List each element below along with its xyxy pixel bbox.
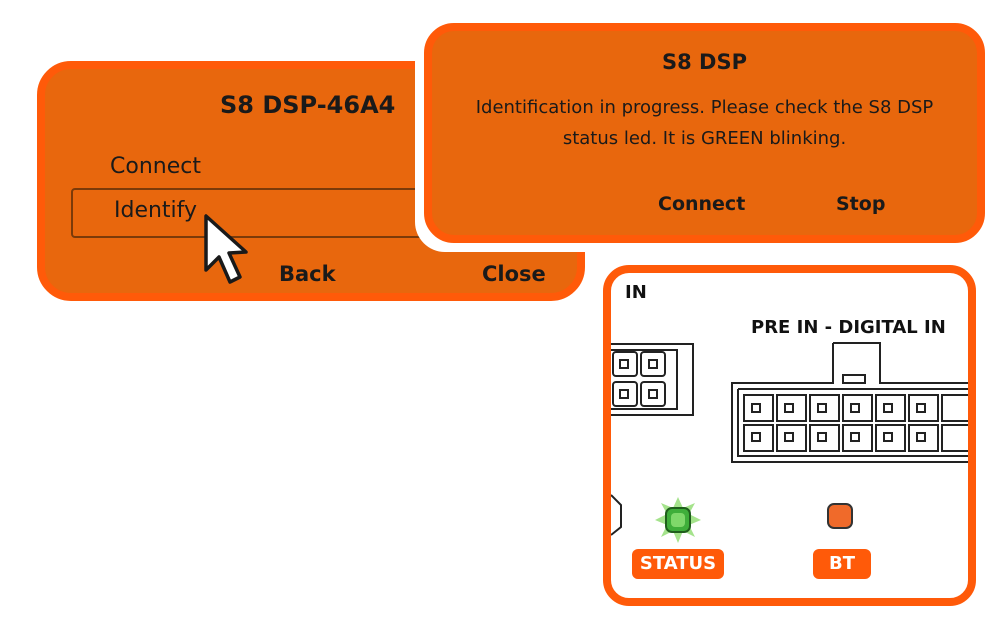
close-button[interactable]: Close xyxy=(482,262,546,286)
dialog-title: S8 DSP xyxy=(662,50,747,74)
bt-led-icon xyxy=(827,503,853,529)
dialog-message: Identification in progress. Please check… xyxy=(475,97,934,149)
pre-in-digital-in-label: PRE IN - DIGITAL IN xyxy=(751,317,946,338)
menu-item-identify[interactable]: Identify xyxy=(71,188,511,238)
menu-item-identify-label: Identify xyxy=(114,198,198,223)
in-connector xyxy=(611,343,694,416)
device-board-illustration xyxy=(611,342,968,543)
menu-item-connect[interactable]: Connect xyxy=(110,154,201,179)
back-button[interactable]: Back xyxy=(279,262,336,286)
dialog-connect-button[interactable]: Connect xyxy=(658,193,746,215)
mouse-cursor-icon xyxy=(204,214,248,284)
bt-badge: BT xyxy=(813,549,871,579)
identify-dialog: S8 DSP Identification in progress. Pleas… xyxy=(424,23,985,243)
hardware-detail-panel: IN PRE IN - DIGITAL IN STATUS BT xyxy=(603,265,976,606)
side-component xyxy=(611,494,622,536)
in-label: IN xyxy=(625,282,647,303)
status-led-icon xyxy=(655,497,701,543)
dialog-stop-button[interactable]: Stop xyxy=(836,193,886,215)
pre-in-connector xyxy=(731,342,968,463)
status-badge: STATUS xyxy=(632,549,724,579)
device-menu-title: S8 DSP-46A4 xyxy=(220,91,396,119)
